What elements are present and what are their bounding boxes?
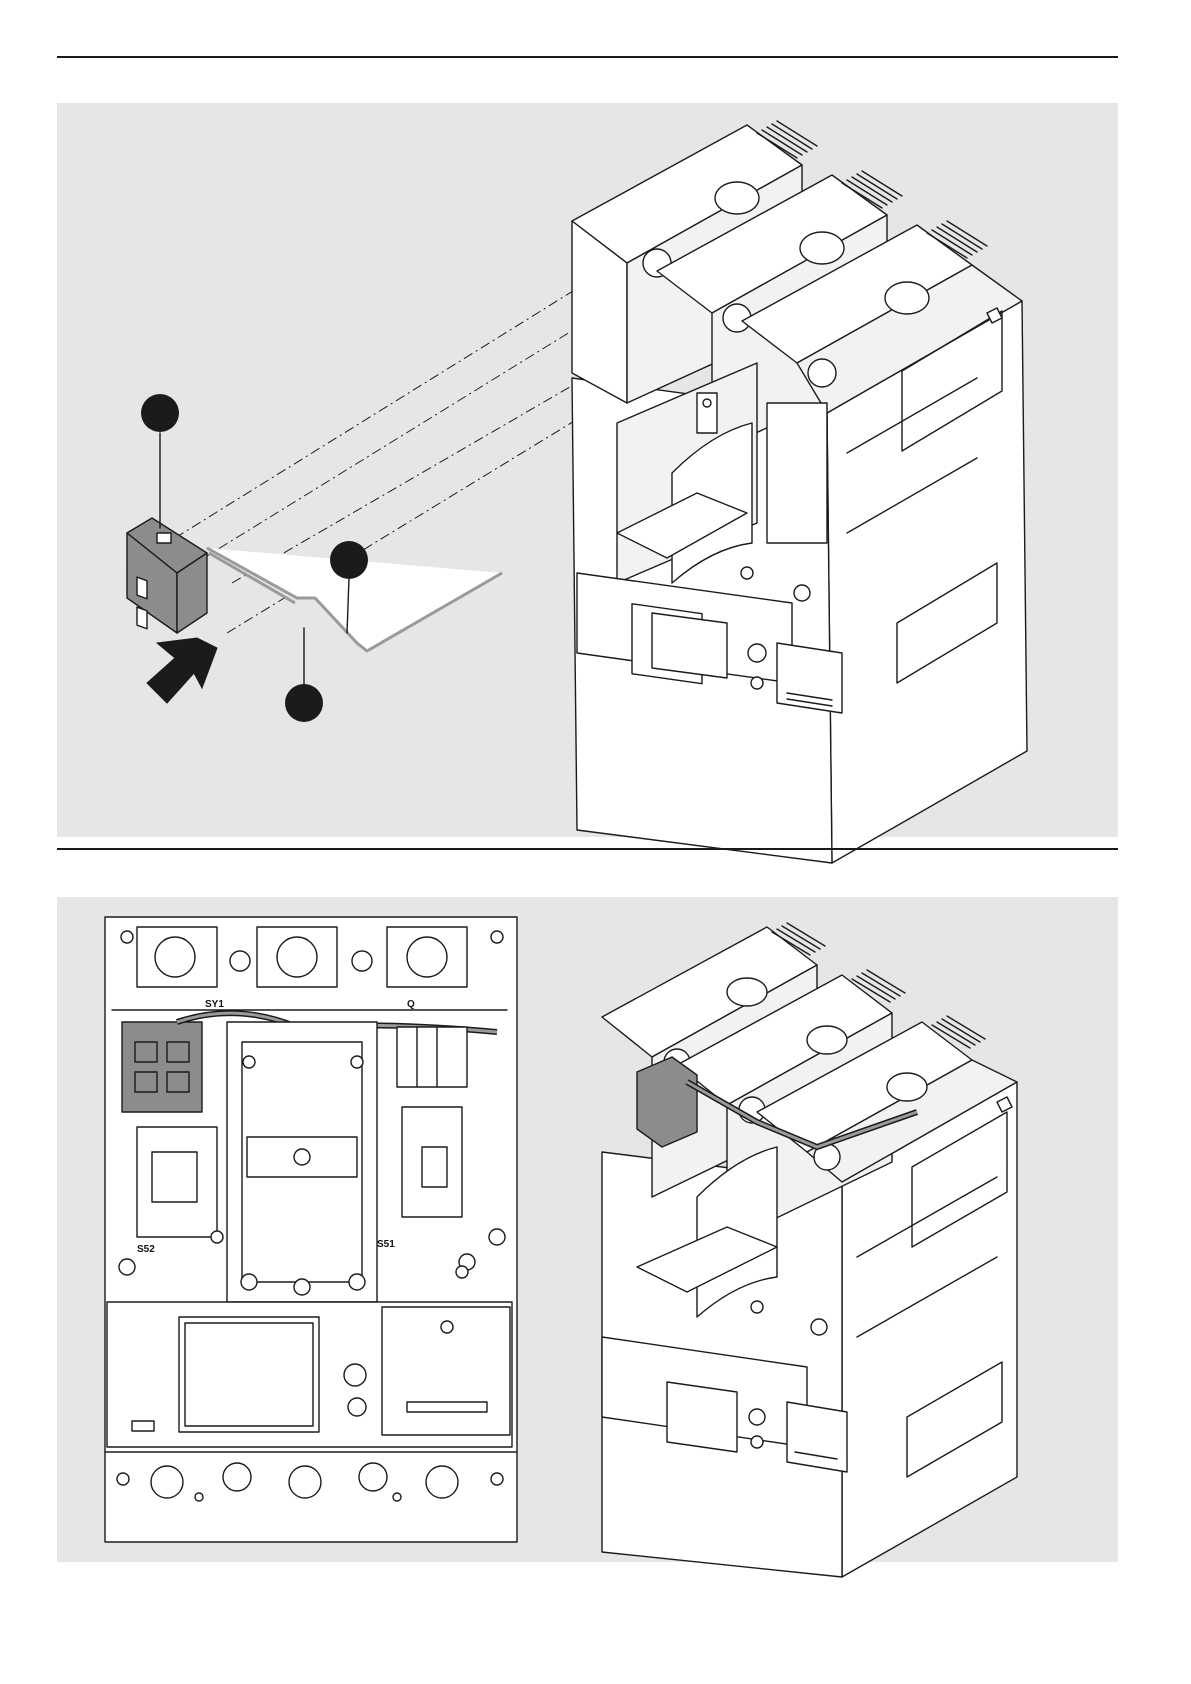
label-q: Q [407,999,415,1010]
isometric-breaker-installed [602,923,1017,1577]
iso-installed-contact [637,1057,697,1147]
installed-auxiliary-contact [122,1022,202,1112]
label-sy1: SY1 [205,999,224,1010]
central-mechanism [227,1022,377,1302]
auxiliary-contact-module [127,518,207,633]
top-rule [57,56,1118,58]
panel-auxiliary-contact-installed: SY1 Q [57,897,1118,1562]
insertion-arrow [147,638,217,703]
circuit-breaker-body [572,121,1027,863]
exploded-diagram [57,103,1118,837]
panel-auxiliary-contact-exploded [57,103,1118,837]
callout-1 [141,394,179,528]
label-s51: S51 [377,1239,395,1250]
label-s52: S52 [137,1244,155,1255]
installed-diagram: SY1 Q [57,897,1118,1562]
front-trip-unit [107,1302,512,1447]
front-view-breaker: SY1 Q [105,917,517,1542]
top-terminals [121,927,503,987]
callout-3 [285,628,323,722]
middle-rule [57,848,1118,850]
